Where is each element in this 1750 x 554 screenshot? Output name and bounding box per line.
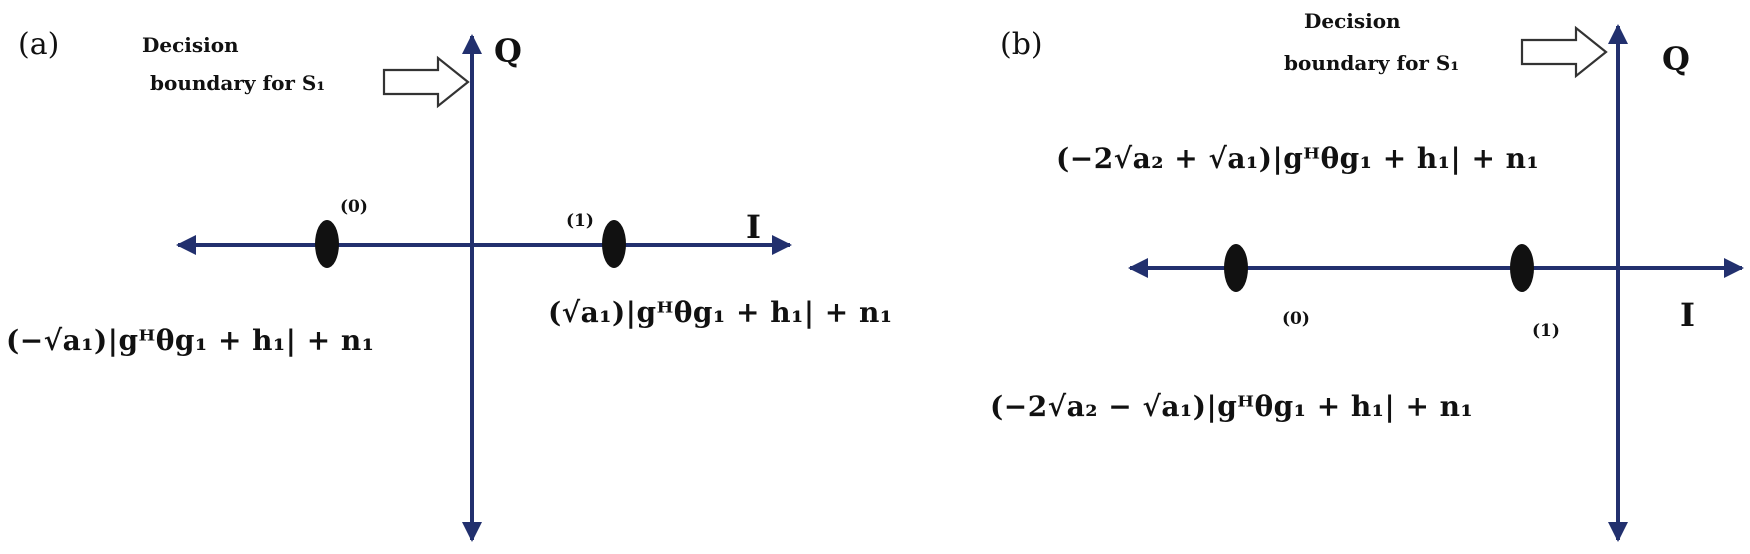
panel-a-point-0 — [315, 220, 339, 268]
panel-a-point-1-label: (1) — [566, 211, 594, 231]
panel-a-i-label: I — [746, 208, 761, 246]
panel-a-equation-left: (−√a₁)|gᴴθg₁ + h₁| + n₁ — [6, 324, 375, 357]
panel-b-point-1-label: (1) — [1532, 321, 1560, 341]
panel-b-i-label: I — [1680, 296, 1695, 334]
panel-a-point-0-label: (0) — [340, 197, 368, 217]
panel-a-boundary-arrow-icon — [382, 55, 470, 109]
panel-b-equation-bottom: (−2√a₂ − √a₁)|gᴴθg₁ + h₁| + n₁ — [990, 390, 1474, 423]
panel-a-label: (a) — [18, 27, 59, 62]
panel-b-point-0 — [1224, 244, 1248, 292]
panel-b-point-1 — [1510, 244, 1534, 292]
panel-b-point-0-label: (0) — [1282, 309, 1310, 329]
panel-b-boundary-arrow-icon — [1520, 25, 1608, 79]
panel-a-equation-right: (√a₁)|gᴴθg₁ + h₁| + n₁ — [548, 296, 893, 329]
panel-b-label: (b) — [1000, 27, 1043, 62]
panel-a: (a) Q I Decision boundary for S₁ (0) (1) — [18, 27, 792, 542]
panel-b-q-label: Q — [1662, 40, 1690, 78]
panel-a-point-1 — [602, 220, 626, 268]
panel-b-boundary-line1: Decision — [1304, 9, 1401, 33]
panel-a-boundary-line1: Decision — [142, 33, 239, 57]
panel-a-boundary-line2: boundary for S₁ — [150, 71, 325, 95]
panel-b-equation-top: (−2√a₂ + √a₁)|gᴴθg₁ + h₁| + n₁ — [1056, 142, 1540, 175]
panel-a-q-label: Q — [494, 32, 522, 70]
panel-b: (b) Q I Decision boundary for S₁ (0) (1) — [1000, 9, 1744, 542]
panel-b-boundary-line2: boundary for S₁ — [1284, 51, 1459, 75]
